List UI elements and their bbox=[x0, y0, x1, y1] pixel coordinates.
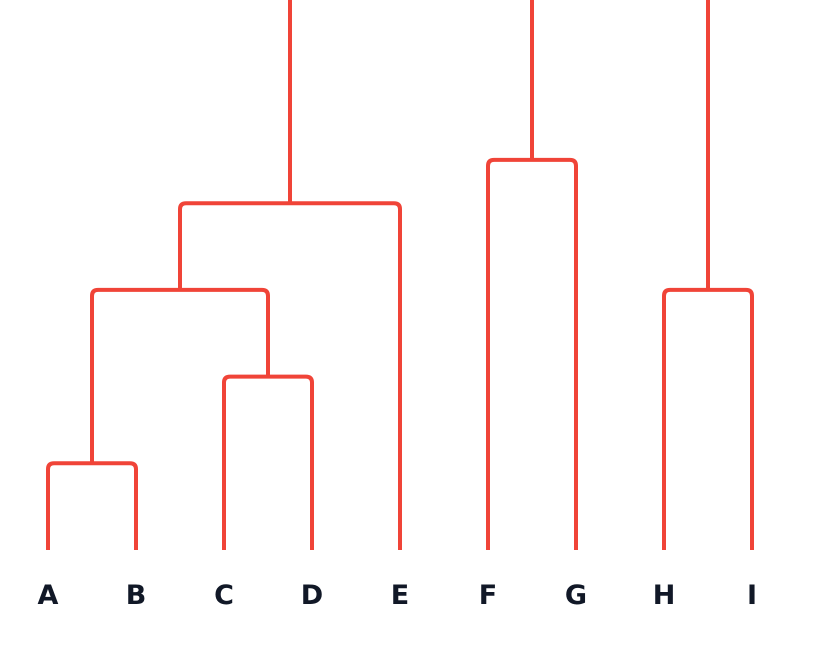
dendrogram-links bbox=[46, 0, 754, 550]
leaf-label-a: A bbox=[38, 580, 59, 611]
merge-link-f-g bbox=[486, 157, 578, 550]
leaf-label-h: H bbox=[653, 580, 676, 611]
merge-link-a-b bbox=[46, 461, 138, 550]
merge-link-h-i bbox=[662, 287, 754, 550]
leaf-label-i: I bbox=[747, 580, 757, 611]
merge-link-abcdefg-hi bbox=[706, 0, 710, 290]
leaf-label-d: D bbox=[301, 580, 323, 611]
leaf-label-g: G bbox=[565, 580, 587, 611]
merge-link-c-d bbox=[222, 374, 314, 550]
leaf-labels: A B C D E F G H I bbox=[38, 580, 757, 611]
leaf-label-e: E bbox=[391, 580, 409, 611]
merge-link-abcde-fg bbox=[288, 0, 534, 204]
leaf-label-b: B bbox=[126, 580, 147, 611]
leaf-label-f: F bbox=[479, 580, 497, 611]
leaf-label-c: C bbox=[214, 580, 234, 611]
